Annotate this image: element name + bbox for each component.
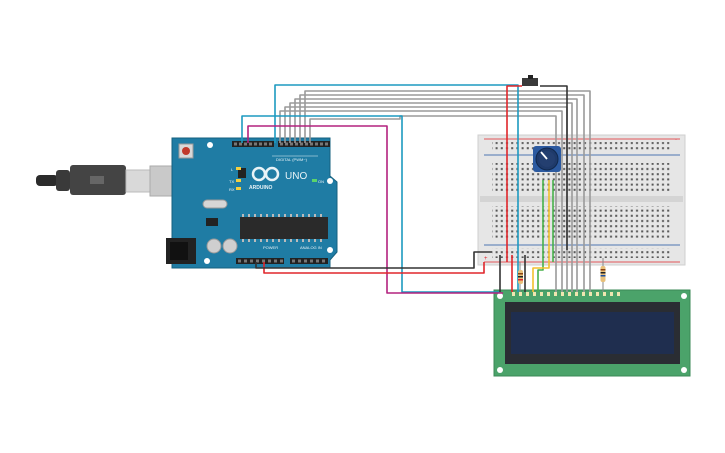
rail-plus-label: +: [484, 256, 488, 262]
wire-gray-d4[interactable]: [279, 110, 563, 292]
on-led-label: ON: [318, 179, 324, 184]
wire-yellow[interactable]: [532, 180, 550, 292]
power-analog-header[interactable]: [236, 258, 328, 264]
arduino-model-text: UNO: [285, 171, 307, 182]
rx-led-label: RX: [229, 187, 235, 192]
wire-gray-d7[interactable]: [294, 98, 578, 292]
analog-in-label: ANALOG IN: [300, 245, 322, 250]
usb-cable-icon[interactable]: [36, 165, 175, 197]
slide-switch-icon[interactable]: [522, 75, 538, 86]
atmega-chip: [240, 214, 328, 242]
wire-blue-d13[interactable]: [241, 115, 500, 293]
potentiometer-icon[interactable]: [533, 146, 561, 172]
power-jack: [166, 238, 196, 264]
digital-pwm-label: DIGITAL (PWM~): [276, 157, 308, 162]
arduino-uno-board[interactable]: ARDUINO UNO L TX RX ON DIGITAL (PWM~): [166, 137, 338, 269]
breadboard[interactable]: + -: [477, 134, 686, 266]
wire-gray-d9[interactable]: [304, 90, 591, 292]
wire-green[interactable]: [537, 180, 544, 292]
capacitor: [222, 238, 238, 254]
resistor-icon[interactable]: [518, 262, 523, 292]
wire-gray-d8[interactable]: [299, 94, 585, 292]
lcd-screen: [511, 312, 674, 354]
wire-magenta[interactable]: [247, 125, 503, 294]
arduino-brand-text: ARDUINO: [249, 185, 272, 191]
l-led-label: L: [231, 167, 234, 172]
crystal-oscillator: [202, 199, 228, 209]
resistor-icon[interactable]: [600, 258, 606, 292]
wire-blue-d12[interactable]: [274, 84, 519, 292]
wire-black-gnd[interactable]: [255, 251, 492, 269]
digital-header[interactable]: [232, 141, 330, 147]
capacitor: [206, 238, 222, 254]
tx-led-label: TX: [229, 179, 234, 184]
wire-gray-d6[interactable]: [289, 102, 573, 292]
rail-minus-label: -: [675, 137, 677, 143]
wire-gray-d10[interactable]: [309, 115, 557, 292]
wire-black-rail[interactable]: [540, 85, 568, 250]
power-label: POWER: [263, 245, 278, 250]
arduino-logo: ARDUINO UNO: [249, 166, 307, 191]
reset-button[interactable]: [178, 143, 194, 159]
wire-red-rail[interactable]: [506, 85, 522, 262]
lcd-16x2-display[interactable]: [493, 289, 691, 377]
